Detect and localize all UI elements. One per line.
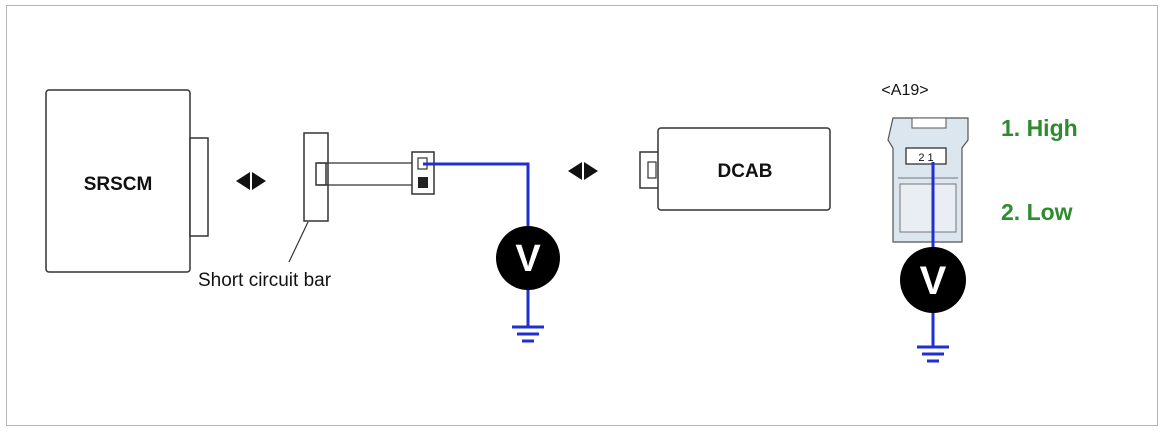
- connector-pin-numbers: 2 1: [918, 152, 933, 164]
- pin-label-high: 1. High: [1001, 115, 1078, 141]
- srscm-module: SRSCM: [45, 89, 209, 273]
- dcab-label: DCAB: [718, 161, 773, 182]
- srscm-label: SRSCM: [84, 174, 153, 195]
- connector-label: <A19>: [881, 82, 928, 99]
- short-circuit-bar-label: Short circuit bar: [198, 270, 332, 291]
- ground-icon: [917, 345, 949, 363]
- voltmeter-probe-2: V: [900, 162, 966, 346]
- short-circuit-bar: Short circuit bar: [198, 132, 435, 291]
- voltmeter-probe-1: V: [423, 162, 560, 326]
- dcab-module: DCAB: [639, 127, 831, 211]
- voltmeter-symbol: V: [920, 259, 947, 303]
- pin-label-low: 2. Low: [1001, 199, 1073, 225]
- voltmeter-symbol: V: [515, 238, 541, 280]
- diagram-frame: [6, 5, 1158, 426]
- ground-icon: [512, 325, 544, 343]
- double-arrow-icon: [568, 162, 598, 180]
- double-arrow-icon: [236, 172, 266, 190]
- connector-a19: <A19> 2 1: [881, 82, 969, 243]
